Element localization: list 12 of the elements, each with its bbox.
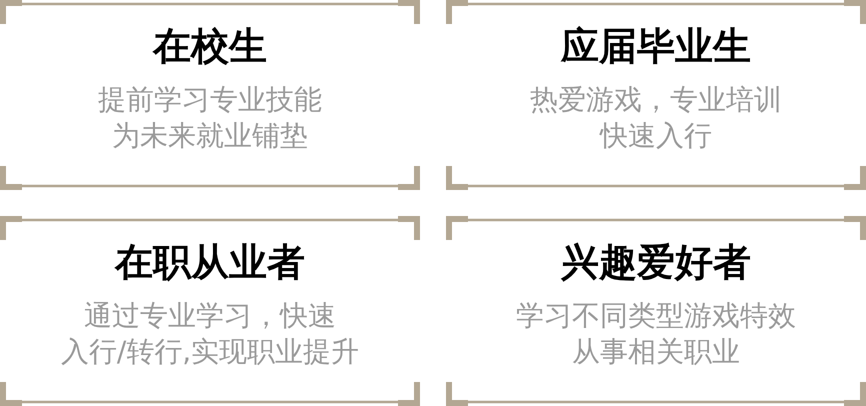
card-title: 在职从业者 [115,239,305,286]
card-title: 应届毕业生 [561,23,751,70]
card-description: 学习不同类型游戏特效 [516,298,796,334]
card-description: 提前学习专业技能 [98,82,322,118]
card-title: 在校生 [153,23,267,70]
card-description: 从事相关职业 [572,334,740,370]
card-description: 热爱游戏，专业培训 [530,82,782,118]
card-title: 兴趣爱好者 [561,239,751,286]
card-description: 入行/转行,实现职业提升 [60,334,360,370]
card-description: 为未来就业铺垫 [112,118,308,154]
card-description: 通过专业学习，快速 [84,298,336,334]
card-description: 快速入行 [600,118,712,154]
